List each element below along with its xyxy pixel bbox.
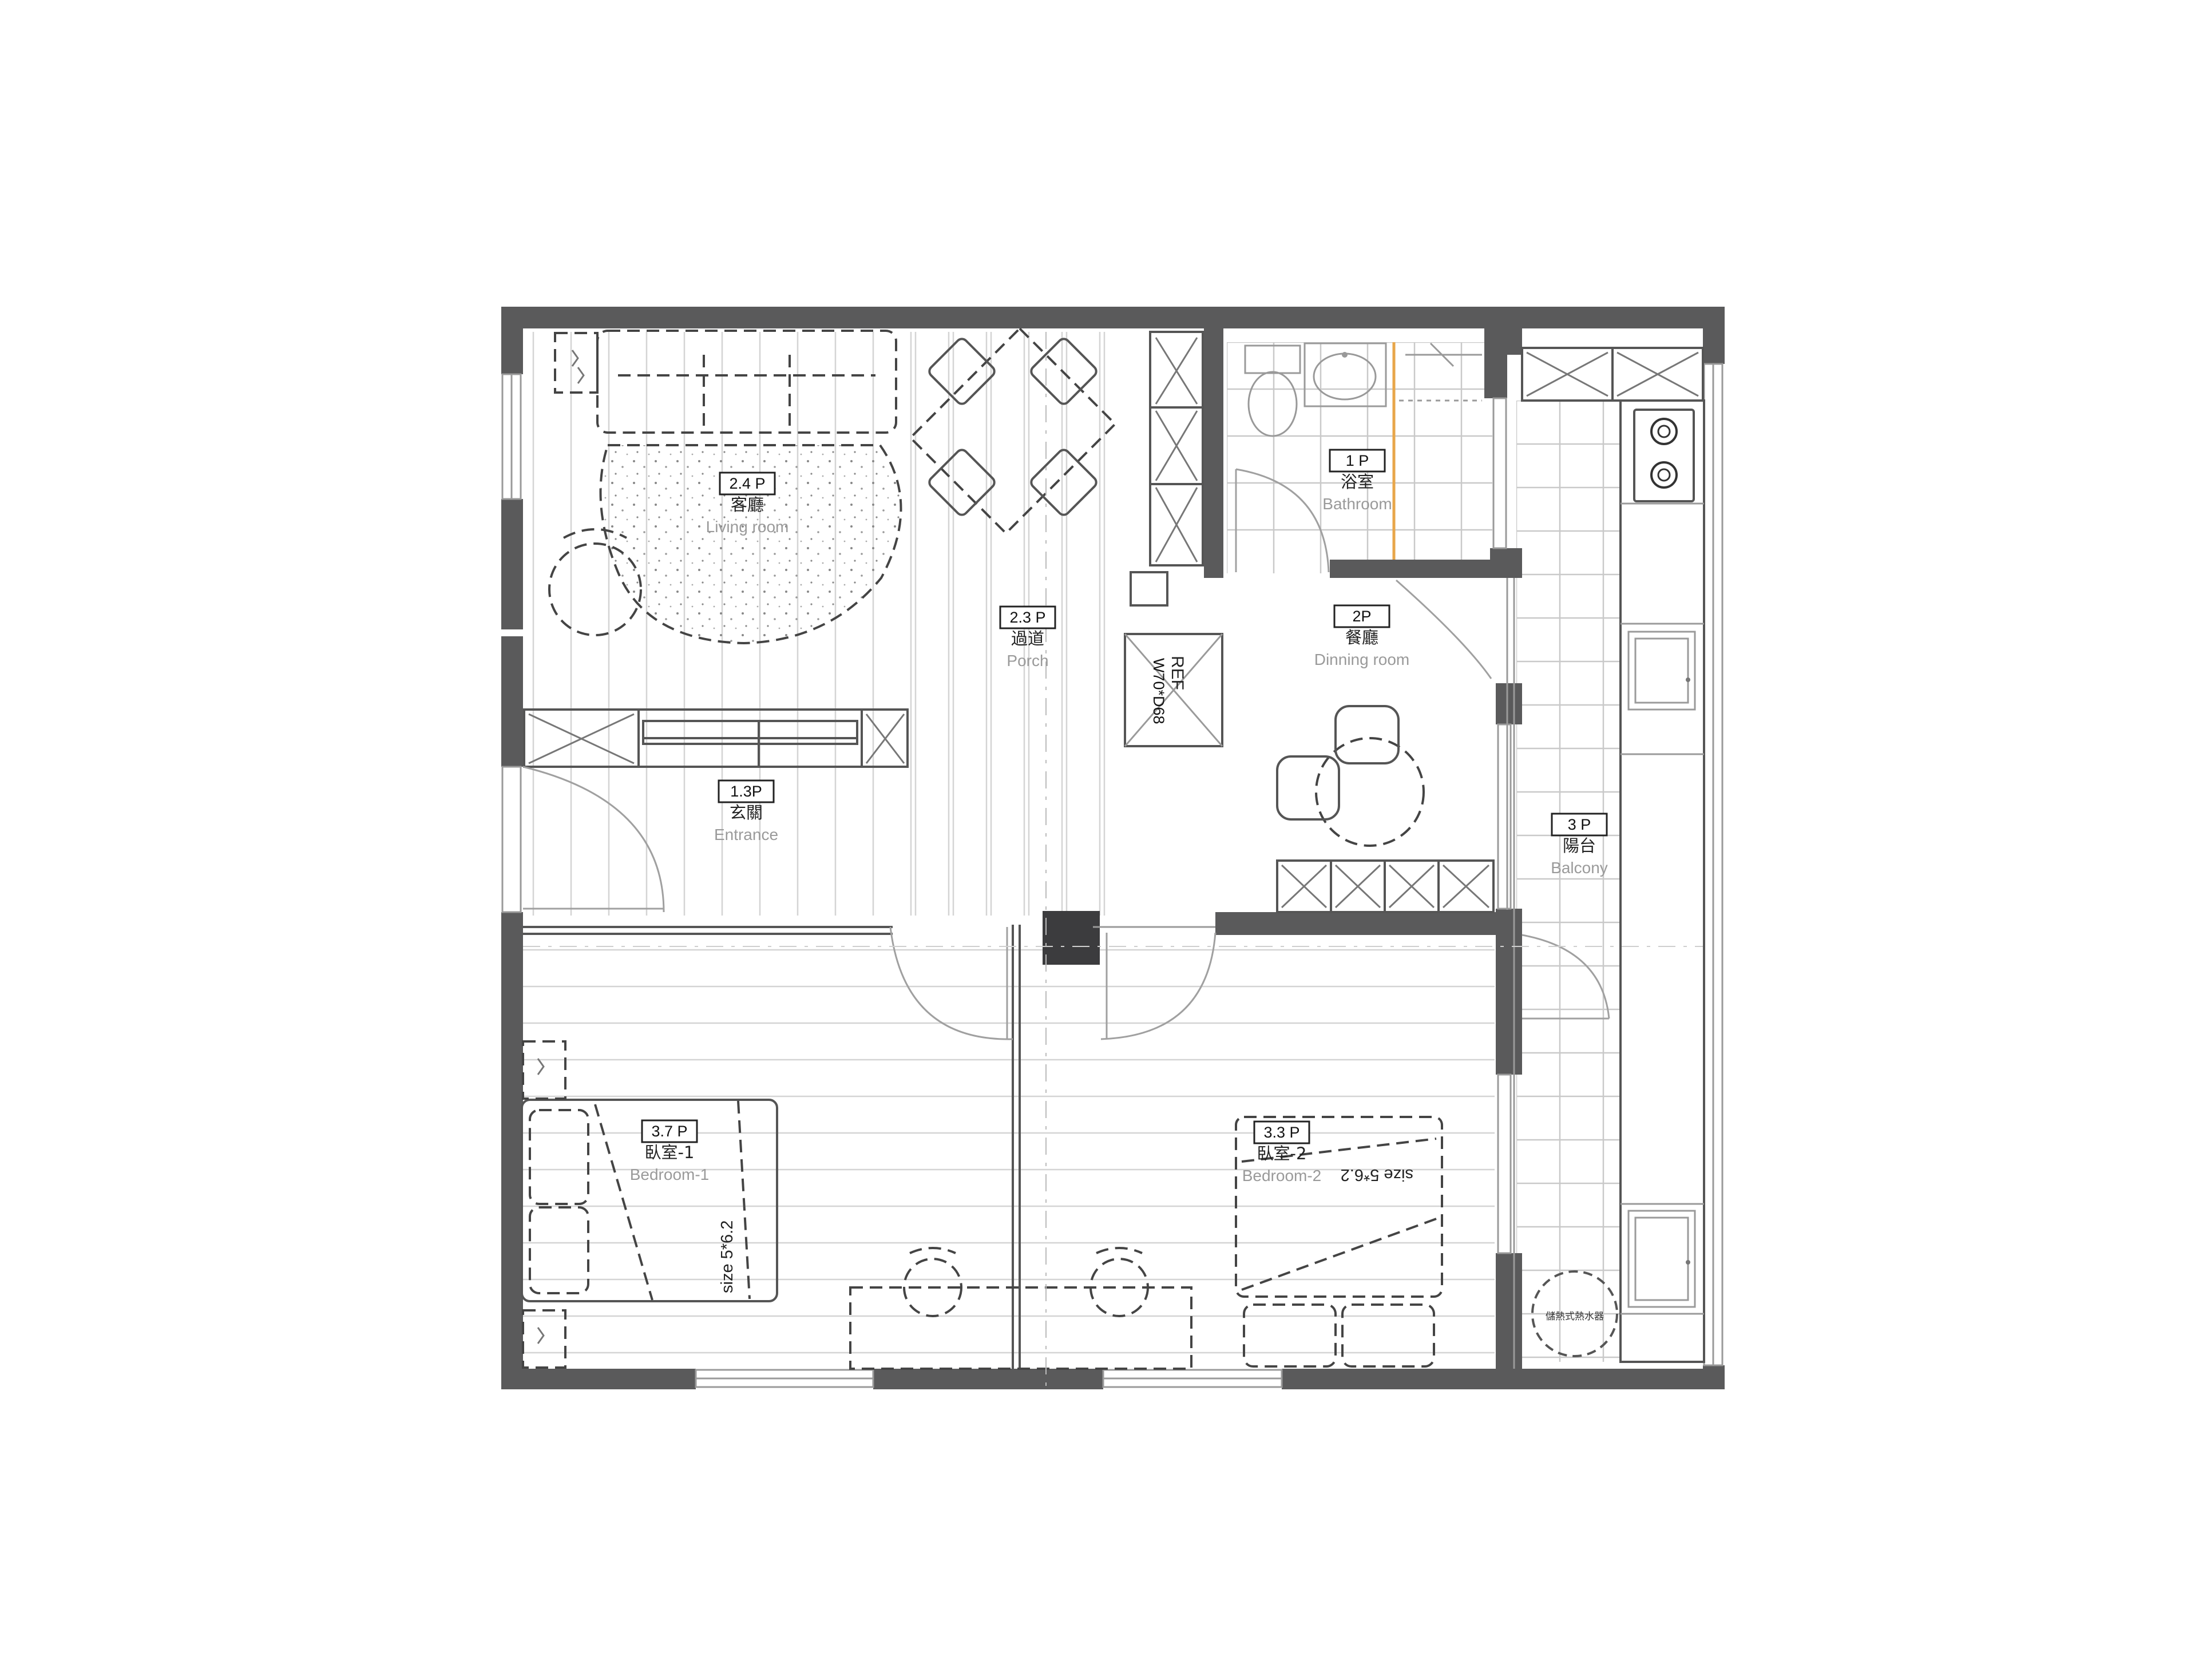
room-name-cn: 餐廳 xyxy=(1345,628,1378,647)
room-area: 1.3P xyxy=(730,783,762,800)
sink-icon xyxy=(1303,342,1387,407)
room-name-en: Porch xyxy=(1007,652,1048,669)
tile-floor-balcony xyxy=(1516,401,1619,1362)
area-badge xyxy=(999,605,1056,629)
washing-machine-icon xyxy=(1627,631,1696,711)
bed-1-icon xyxy=(521,1099,778,1302)
windows xyxy=(501,363,1723,1388)
room-area: 2P xyxy=(1352,608,1371,625)
fridge-label: REF xyxy=(1168,656,1187,690)
wood-floor-porch xyxy=(914,332,1106,916)
room-label-living: 2.4 P 客廳 Living room xyxy=(706,471,789,536)
area-badge xyxy=(1551,813,1608,837)
room-name-cn: 浴室 xyxy=(1341,472,1374,492)
wood-floor-bedrooms xyxy=(522,949,1495,1354)
room-name-en: Bedroom-2 xyxy=(1242,1167,1322,1184)
porch-table-chairs xyxy=(909,327,1117,535)
room-name-cn: 陽台 xyxy=(1563,836,1596,855)
room-name-cn: 過道 xyxy=(1011,629,1044,648)
area-badge xyxy=(1329,449,1386,473)
room-name-cn: 客廳 xyxy=(731,495,764,514)
bed-2-size: size 5*6.2 xyxy=(1341,1166,1413,1184)
room-name-en: Bathroom xyxy=(1322,495,1392,513)
room-name-en: Bedroom-1 xyxy=(630,1166,710,1183)
area-badge xyxy=(1253,1120,1310,1144)
porch-wall-cabinets xyxy=(1149,331,1204,566)
balcony-upper-cabinets xyxy=(1521,347,1704,402)
room-name-cn: 臥室-1 xyxy=(645,1143,695,1162)
stove-icon xyxy=(1633,409,1695,502)
armchair-icon xyxy=(548,528,642,636)
doors xyxy=(522,468,1610,1040)
area-badge xyxy=(1333,604,1390,628)
room-name-en: Entrance xyxy=(714,826,778,843)
dryer-icon xyxy=(1627,1210,1696,1308)
side-table-icon xyxy=(554,332,599,394)
dining-cabinets xyxy=(1276,859,1495,913)
room-labels: 2.4 P 客廳 Living room 2.3 P 過道 Porch 1 P 浴室 Bathr… xyxy=(630,449,1608,1184)
sofa-icon xyxy=(596,330,897,434)
toilet-icon xyxy=(1244,344,1301,437)
shower-icon xyxy=(1392,342,1482,560)
bed-2-icon xyxy=(1235,1116,1443,1368)
room-area: 2.3 P xyxy=(1009,609,1045,626)
room-name-cn: 玄關 xyxy=(730,803,763,822)
area-badge xyxy=(718,779,775,803)
room-area: 2.4 P xyxy=(729,475,765,492)
room-name-cn: 臥室-2 xyxy=(1257,1144,1307,1163)
room-area: 1 P xyxy=(1346,452,1369,469)
nightstand-1-icon xyxy=(522,1040,566,1369)
rug-icon xyxy=(599,444,902,645)
desk-icon xyxy=(849,1247,1192,1370)
room-label-dining: 2P 餐廳 Dinning room xyxy=(1314,604,1410,668)
fridge-dimensions: W70*D68 xyxy=(1150,658,1167,724)
room-label-bathroom: 1 P 浴室 Bathroom xyxy=(1322,449,1392,513)
entrance-shoe-cabinet xyxy=(523,708,909,768)
fridge-icon: REF W70*D68 xyxy=(1124,571,1223,747)
dining-table-chairs xyxy=(1276,705,1425,847)
room-area: 3 P xyxy=(1568,816,1591,833)
room-name-en: Balcony xyxy=(1551,859,1608,877)
bed-1-size: size 5*6.2 xyxy=(718,1221,736,1293)
walls xyxy=(501,307,1725,1389)
water-heater-icon: 儲熱式熱水器 xyxy=(1531,1270,1618,1357)
room-area: 3.3 P xyxy=(1263,1124,1299,1141)
room-label-balcony: 3 P 陽台 Balcony xyxy=(1551,813,1608,877)
room-area: 3.7 P xyxy=(651,1123,687,1140)
room-name-en: Living room xyxy=(706,518,789,536)
room-name-en: Dinning room xyxy=(1314,651,1410,668)
room-label-porch: 2.3 P 過道 Porch xyxy=(999,605,1056,669)
area-badge xyxy=(641,1119,698,1143)
water-heater-label: 儲熱式熱水器 xyxy=(1546,1311,1604,1322)
room-label-entrance: 1.3P 玄關 Entrance xyxy=(714,779,778,843)
partitions xyxy=(523,578,1515,1369)
area-badge xyxy=(719,471,776,496)
balcony-counter xyxy=(1619,399,1705,1363)
